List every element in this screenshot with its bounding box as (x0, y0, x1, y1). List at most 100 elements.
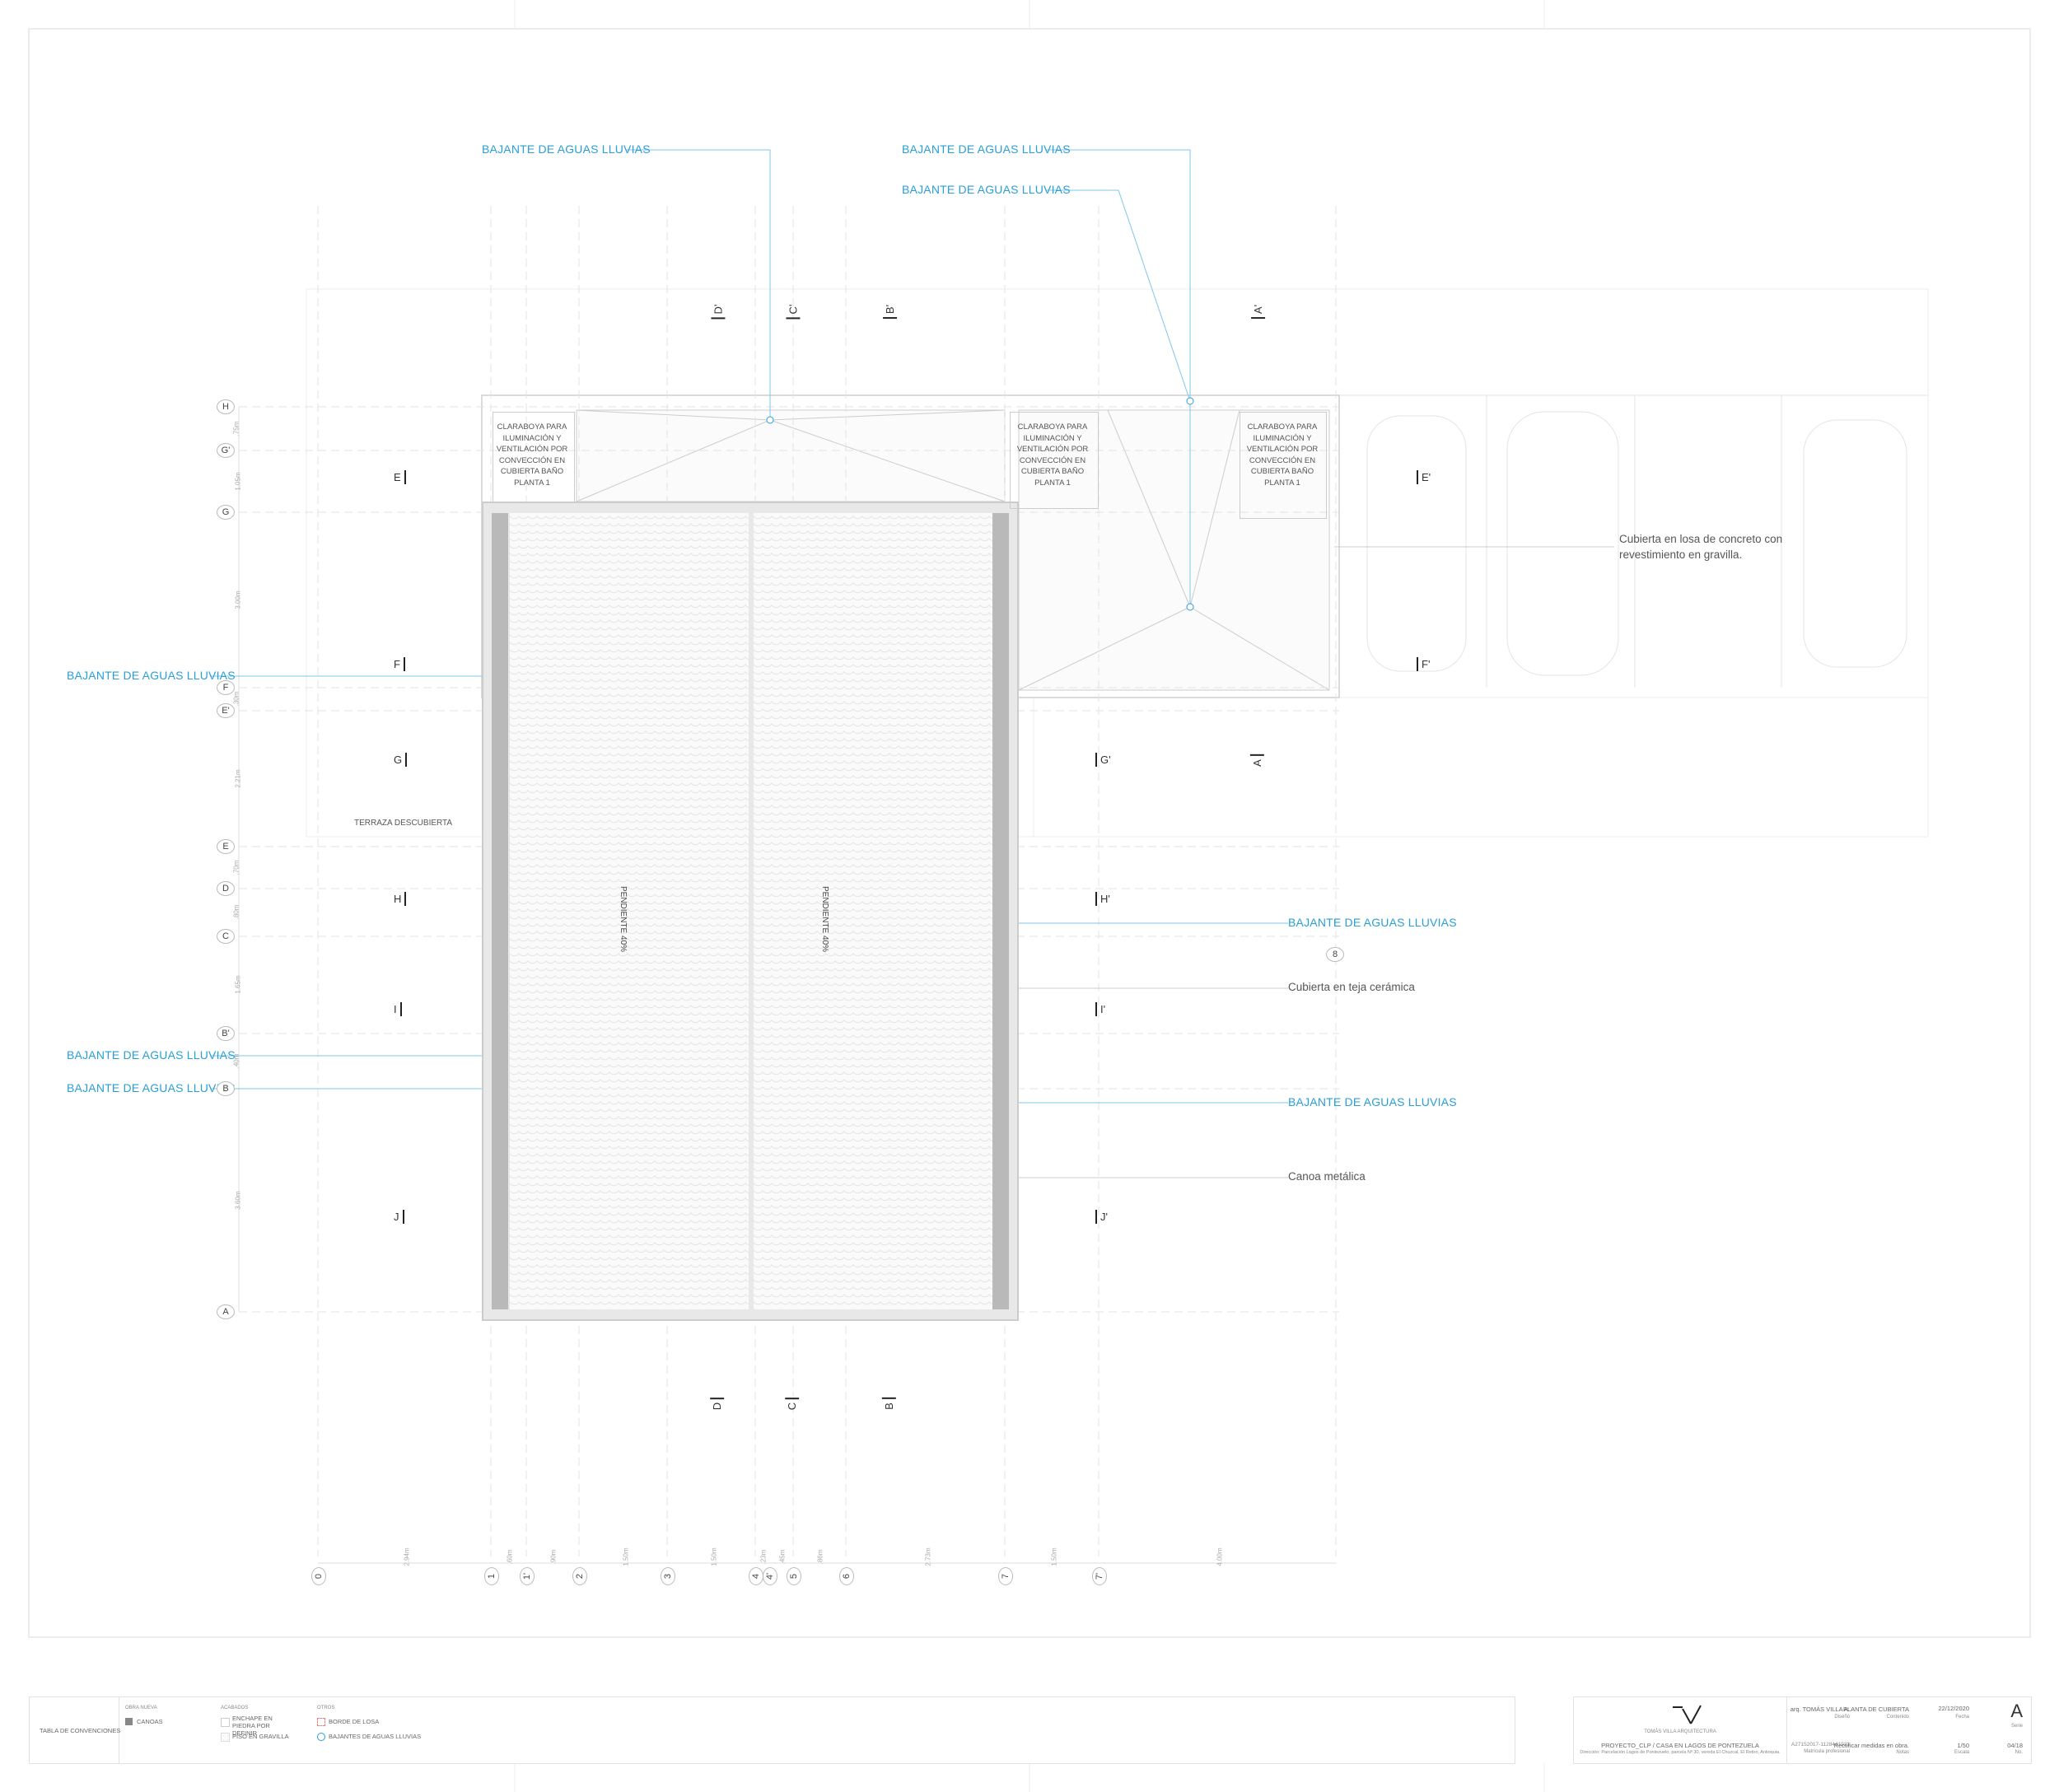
section-marker: C' (786, 304, 801, 320)
sheet-frame (28, 28, 2031, 1638)
parking-bays (1339, 394, 1928, 688)
roof-slope-left (510, 513, 749, 1309)
content-label: Contenido (1886, 1715, 1909, 1720)
grid-row-bubble: A (217, 1304, 235, 1319)
downspout-label: BAJANTE DE AGUAS LLUVIAS (482, 142, 651, 156)
slope-label-left: PENDIENTE 40% (619, 886, 628, 953)
grid-col-dimension: 2.94m (403, 1547, 411, 1566)
skylight-note-1: CLARABOYA PARA ILUMINACIÓN Y VENTILACIÓN… (496, 422, 568, 488)
section-label: F' (1422, 658, 1431, 670)
ceramic-roof-note: Cubierta en teja cerámica (1288, 981, 1415, 993)
legend-item: BORDE DE LOSA (329, 1718, 380, 1725)
grid-col-dimension: 2.73m (924, 1547, 932, 1566)
marker-8: 8 (1326, 947, 1344, 962)
grid-col-bubble: 7 (998, 1567, 1013, 1585)
section-cut-mark (710, 1397, 725, 1399)
grid-col-bubble: 0 (311, 1567, 326, 1585)
grid-row-bubble: G (217, 505, 235, 520)
section-marker: J' (1095, 1210, 1108, 1224)
section-cut-mark (1251, 317, 1266, 320)
section-marker: E' (1417, 470, 1431, 484)
grid-row-dimension: .75m (232, 421, 240, 436)
grid-col-bubble: 1 (484, 1567, 499, 1585)
section-cut-mark (1249, 754, 1264, 757)
notes-label: Notas (1896, 1750, 1909, 1755)
date-label: Fecha (1955, 1715, 1969, 1720)
grid-col-bubble: 7' (1092, 1567, 1107, 1585)
grid-row-bubble: G' (217, 443, 235, 458)
gutter-right (992, 513, 1009, 1309)
section-label: B (882, 1402, 895, 1410)
section-cut-mark (402, 1210, 404, 1224)
section-label: C' (787, 304, 800, 315)
section-cut-mark (404, 892, 407, 906)
grid-col-dimension: .45m (777, 1549, 786, 1565)
series: A (2010, 1701, 2023, 1721)
project-name: PROYECTO_CLP / CASA EN LAGOS DE PONTEZUE… (1601, 1742, 1759, 1749)
section-marker: G (394, 753, 408, 767)
notes: Rectificar medidas en obra. (1833, 1742, 1909, 1749)
grid-row-dimension: .70m (232, 860, 240, 875)
gutter-swatch (125, 1718, 133, 1725)
section-cut-mark (404, 470, 406, 484)
sheet-number-label: No. (2015, 1750, 2023, 1755)
section-marker: F' (1417, 657, 1430, 671)
grid-row-dimension: 1.65m (234, 975, 242, 994)
section-marker: H' (1095, 892, 1110, 906)
grid-col-dimension: 1.50m (710, 1547, 718, 1566)
downspout-label: BAJANTE DE AGUAS LLUVIAS (67, 1081, 236, 1094)
designer-label: Diseñó (1834, 1715, 1850, 1720)
legend-item: BAJANTES DE AGUAS LLUVIAS (329, 1733, 422, 1740)
designer: arq. TOMÁS VILLA A. (1790, 1706, 1850, 1713)
legend-heading: OTROS (317, 1706, 335, 1710)
legend-item: CANOAS (137, 1718, 163, 1725)
grid-row-bubble: E' (217, 703, 235, 718)
terrace-label: TERRAZA DESCUBIERTA (354, 819, 453, 828)
section-marker: A (1249, 754, 1264, 767)
scale: 1/50 (1957, 1742, 1969, 1749)
section-cut-mark (405, 753, 408, 767)
skylight-2 (1010, 412, 1099, 509)
slab-edge-swatch (317, 1718, 325, 1726)
section-marker: D (710, 1397, 725, 1410)
section-marker: A' (1251, 305, 1266, 320)
section-marker: H (394, 892, 407, 906)
studio-name: TOMÁS VILLA ARQUITECTURA (1644, 1729, 1716, 1734)
section-label: D' (712, 304, 725, 315)
section-cut-mark (1095, 892, 1097, 906)
downspout-label: BAJANTE DE AGUAS LLUVIAS (67, 669, 236, 682)
section-marker: J (394, 1210, 404, 1224)
section-label: H (394, 893, 402, 905)
grid-lines (239, 206, 1339, 1556)
section-cut-mark (785, 1397, 800, 1399)
grid-col-bubble: 5 (787, 1567, 801, 1585)
grid-row-dimension: 1.05m (234, 471, 242, 491)
skylight-3 (1240, 412, 1327, 519)
downspout-label: BAJANTE DE AGUAS LLUVIAS (1288, 1095, 1457, 1108)
sheet-number: 04/18 (2007, 1742, 2023, 1749)
grid-row-bubble: E (217, 839, 235, 854)
grid-row-bubble: B' (217, 1026, 235, 1041)
studio-logo (1673, 1705, 1702, 1724)
grid-col-dimension: 4.00m (1216, 1547, 1224, 1566)
section-cut-mark (1095, 1002, 1097, 1016)
ceramic-tile-roof (482, 502, 1019, 1321)
section-label: H' (1100, 893, 1110, 905)
section-marker: I' (1095, 1002, 1105, 1016)
section-marker: I (394, 1002, 402, 1016)
grid-col-bubble: 3 (661, 1567, 675, 1585)
grid-col-bubble: 4' (763, 1567, 777, 1585)
grid-row-dimension: .40m (232, 1053, 240, 1068)
section-cut-mark (1417, 470, 1418, 484)
section-cut-mark (711, 317, 726, 320)
section-cut-mark (399, 1002, 402, 1016)
grid-row-dimension: 2.21m (234, 768, 242, 788)
section-marker: F (394, 657, 405, 671)
scale-label: Escala (1954, 1750, 1969, 1755)
section-cut-mark (403, 657, 405, 671)
sheet-content: PLANTA DE CUBIERTA (1842, 1706, 1909, 1713)
skylight-1 (493, 412, 575, 502)
grid-col-dimension: .60m (505, 1549, 513, 1565)
slope-label-right: PENDIENTE 40% (820, 886, 829, 953)
grid-col-bubble: 1' (520, 1567, 535, 1585)
